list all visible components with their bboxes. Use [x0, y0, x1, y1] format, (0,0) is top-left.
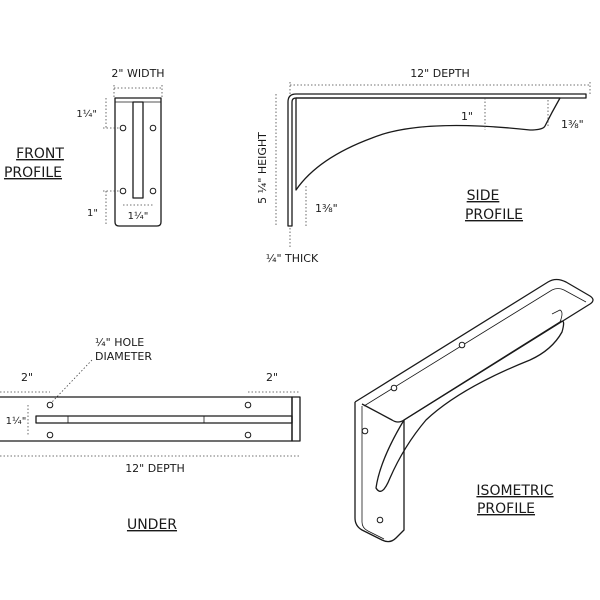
side-arm-label: 1" [461, 110, 473, 123]
under-depth-label: 12" DEPTH [125, 462, 185, 475]
under-web-slot [35, 415, 293, 424]
side-bracket-web [295, 97, 561, 191]
isometric-view: ISOMETRIC PROFILE [354, 278, 594, 543]
under-hole-leader [51, 359, 93, 403]
under-hole-4 [244, 431, 252, 439]
iso-web [375, 320, 565, 492]
iso-top-arm-edge [363, 288, 587, 407]
iso-web-tip [551, 309, 563, 323]
under-hole-label-2: DIAMETER [95, 350, 152, 363]
front-top-offset-label: 1¼" [76, 108, 97, 120]
under-hole-3 [244, 401, 252, 409]
side-tip-label: 1⅜" [561, 118, 584, 131]
under-title: UNDER [127, 517, 177, 533]
front-bracket-outline [114, 97, 162, 227]
front-bottom-width-label: 1¼" [128, 210, 149, 222]
side-profile-view: 12" DEPTH 5 ¼" HEIGHT 1" 1⅜" 1⅜" ¼" THIC… [256, 67, 591, 265]
front-profile-title-1: FRONT [16, 146, 64, 162]
side-thick-label: ¼" THICK [266, 252, 319, 265]
front-hole-bottom-right [149, 187, 157, 195]
front-bottom-offset-label: 1" [87, 208, 98, 219]
front-profile-view: FRONT PROFILE 2" WIDTH 1¼" 1" 1¼" [4, 67, 165, 227]
side-bracket-frame [287, 93, 587, 227]
iso-hole-top-1 [390, 384, 398, 392]
iso-front-plate-edge [361, 406, 385, 540]
under-hole-label-1: ¼" HOLE [95, 336, 144, 349]
side-profile-title-2: PROFILE [465, 207, 523, 223]
iso-title-1: ISOMETRIC [476, 483, 553, 499]
front-hole-top-right [149, 124, 157, 132]
side-height-label: 5 ¼" HEIGHT [256, 132, 269, 204]
under-width-label: 1¼" [6, 415, 27, 427]
side-depth-label: 12" DEPTH [410, 67, 470, 80]
iso-hole-top-2 [458, 341, 466, 349]
iso-top-arm [354, 278, 594, 423]
iso-front-plate [354, 402, 405, 543]
side-foot-label: 1⅜" [315, 202, 338, 215]
under-hole-2 [46, 431, 54, 439]
front-web-rib [132, 101, 144, 199]
iso-hole-front-1 [361, 427, 369, 435]
iso-hole-front-2 [376, 516, 384, 524]
under-right-offset-label: 2" [266, 371, 278, 384]
under-plate-end [291, 396, 301, 442]
under-view: ¼" HOLE DIAMETER 2" 2" 1¼" 12" DEPTH UND… [0, 336, 301, 533]
iso-title-2: PROFILE [477, 501, 535, 517]
front-profile-title-2: PROFILE [4, 165, 62, 181]
under-hole-1 [46, 401, 54, 409]
under-left-offset-label: 2" [21, 371, 33, 384]
front-hole-top-left [119, 124, 127, 132]
front-width-label: 2" WIDTH [111, 67, 164, 80]
side-profile-title-1: SIDE [467, 188, 500, 204]
front-hole-bottom-left [119, 187, 127, 195]
